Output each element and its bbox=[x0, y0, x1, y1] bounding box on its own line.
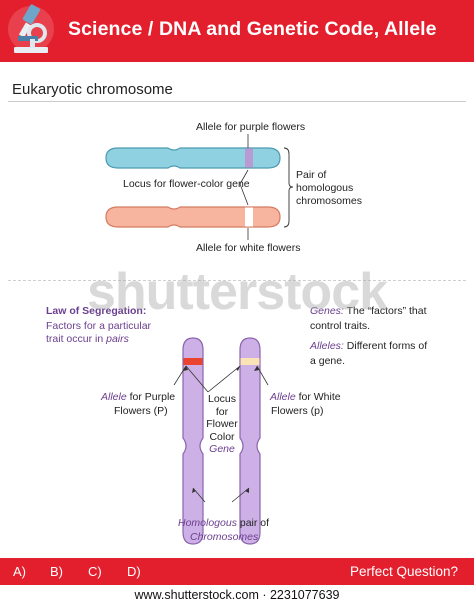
option-d[interactable]: D) bbox=[127, 564, 141, 579]
pair-label-line: Pair of bbox=[296, 169, 327, 181]
locus-line: for bbox=[215, 405, 229, 418]
law-line-1: Factors for a particular bbox=[46, 320, 152, 332]
homologous-text: pair of bbox=[236, 517, 270, 529]
locus-line: Color bbox=[209, 430, 235, 443]
left-allele-text: for Purple bbox=[126, 391, 176, 403]
pair-label-line: homologous bbox=[296, 182, 354, 194]
alleles-text: Different forms of bbox=[343, 340, 428, 352]
blue-chromosome bbox=[105, 147, 281, 169]
allele-purple-label: Allele for purple flowers bbox=[196, 121, 306, 133]
left-allele-label-line-2: Flowers (P) bbox=[114, 405, 168, 417]
law-title: Law of Segregation: bbox=[46, 305, 147, 317]
segregation-diagram bbox=[173, 337, 269, 545]
pair-label-line: chromosomes bbox=[296, 195, 362, 207]
genes-definition: Genes: The “factors” that bbox=[310, 305, 427, 317]
option-b[interactable]: B) bbox=[50, 564, 63, 579]
alleles-definition-line-2: a gene. bbox=[310, 355, 346, 367]
page-title: Science / DNA and Genetic Code, Allele bbox=[68, 18, 437, 40]
locus-gene-label: Locus for Flower Color Gene bbox=[204, 393, 240, 456]
right-allele-label: Allele for White bbox=[270, 391, 341, 403]
left-allele-label: Allele for Purple bbox=[101, 391, 175, 403]
right-allele-text: for White bbox=[295, 391, 341, 403]
option-a[interactable]: A) bbox=[13, 564, 26, 579]
microscope-icon bbox=[6, 3, 56, 59]
section-title: Eukaryotic chromosome bbox=[12, 81, 173, 98]
right-allele-label-line-2: Flowers (p) bbox=[271, 405, 324, 417]
stock-id: www.shutterstock.com · 2231077639 bbox=[0, 585, 474, 605]
allele-white-label: Allele for white flowers bbox=[196, 242, 301, 254]
locus-line: Locus bbox=[207, 393, 237, 405]
chromosome-pair-diagram bbox=[105, 134, 294, 240]
purple-allele-band bbox=[245, 148, 253, 168]
locus-label: Locus for flower-color gene bbox=[123, 178, 250, 190]
option-c[interactable]: C) bbox=[88, 564, 102, 579]
white-allele-band bbox=[245, 207, 253, 227]
question-label: Perfect Question? bbox=[349, 564, 458, 579]
answer-bar bbox=[0, 558, 474, 585]
left-allele-term: Allele bbox=[101, 391, 127, 403]
genes-term: Genes: bbox=[310, 305, 344, 317]
purple-allele-band bbox=[183, 358, 203, 365]
left-vertical-chromosome bbox=[182, 337, 204, 545]
alleles-term: Alleles: bbox=[310, 340, 344, 352]
gene-word: Gene bbox=[209, 443, 235, 455]
homologous-term: Homologous bbox=[178, 517, 237, 529]
salmon-chromosome bbox=[105, 206, 281, 228]
alleles-definition: Alleles: Different forms of bbox=[310, 340, 427, 352]
genes-definition-line-2: control traits. bbox=[310, 320, 371, 332]
homologous-label: Homologous pair of bbox=[178, 517, 269, 529]
law-line-2-emphasis: pairs bbox=[106, 333, 129, 345]
locus-line: Flower bbox=[206, 418, 238, 430]
pair-label: Pair of homologous chromosomes bbox=[296, 169, 362, 208]
white-allele-band bbox=[240, 358, 260, 365]
header-bar bbox=[0, 0, 474, 62]
law-line-2: trait occur in pairs bbox=[46, 333, 129, 345]
chromosomes-word: Chromosomes bbox=[190, 531, 259, 543]
genes-text: The “factors” that bbox=[343, 305, 427, 317]
right-allele-term: Allele bbox=[270, 391, 296, 403]
divider bbox=[8, 280, 466, 281]
divider bbox=[8, 101, 466, 102]
right-vertical-chromosome bbox=[239, 337, 261, 545]
watermark: shutterstock bbox=[86, 263, 388, 321]
law-line-2-text: trait occur in bbox=[46, 333, 107, 345]
